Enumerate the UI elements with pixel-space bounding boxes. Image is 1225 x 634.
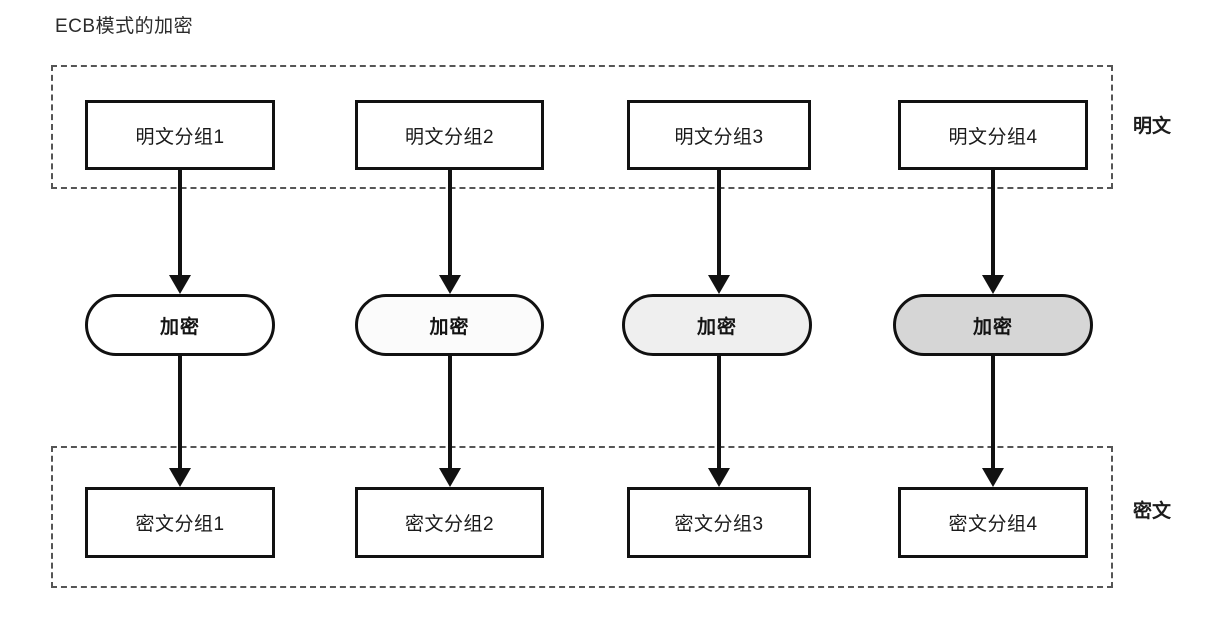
arrow-plaintext-to-encrypt-4 — [980, 170, 1006, 294]
ciphertext-block-1: 密文分组1 — [85, 487, 275, 558]
arrow-shaft — [717, 170, 721, 275]
ciphertext-block-4: 密文分组4 — [898, 487, 1088, 558]
arrow-shaft — [991, 170, 995, 275]
encrypt-node-4: 加密 — [893, 294, 1093, 356]
ciphertext-block-3: 密文分组3 — [627, 487, 811, 558]
plaintext-block-1: 明文分组1 — [85, 100, 275, 170]
arrow-head — [439, 468, 461, 487]
encrypt-node-3: 加密 — [622, 294, 812, 356]
ciphertext-block-2: 密文分组2 — [355, 487, 544, 558]
encrypt-node-1: 加密 — [85, 294, 275, 356]
arrow-plaintext-to-encrypt-1 — [167, 170, 193, 294]
plaintext-group-container — [51, 65, 1113, 189]
arrow-head — [708, 275, 730, 294]
arrow-plaintext-to-encrypt-2 — [437, 170, 463, 294]
ciphertext-group-label: 密文 — [1133, 501, 1172, 522]
arrow-shaft — [991, 356, 995, 468]
plaintext-block-3: 明文分组3 — [627, 100, 811, 170]
arrow-head — [708, 468, 730, 487]
arrow-shaft — [448, 356, 452, 468]
page-title: ECB模式的加密 — [55, 16, 194, 37]
arrow-plaintext-to-encrypt-3 — [706, 170, 732, 294]
arrow-shaft — [178, 170, 182, 275]
arrow-shaft — [178, 356, 182, 468]
encrypt-node-2: 加密 — [355, 294, 544, 356]
arrow-shaft — [448, 170, 452, 275]
plaintext-block-2: 明文分组2 — [355, 100, 544, 170]
arrow-encrypt-to-ciphertext-4 — [980, 356, 1006, 487]
arrow-head — [439, 275, 461, 294]
plaintext-group-label: 明文 — [1133, 116, 1172, 137]
arrow-encrypt-to-ciphertext-3 — [706, 356, 732, 487]
arrow-encrypt-to-ciphertext-2 — [437, 356, 463, 487]
arrow-head — [982, 468, 1004, 487]
arrow-head — [169, 468, 191, 487]
arrow-shaft — [717, 356, 721, 468]
arrow-head — [982, 275, 1004, 294]
arrow-head — [169, 275, 191, 294]
arrow-encrypt-to-ciphertext-1 — [167, 356, 193, 487]
ciphertext-group-container — [51, 446, 1113, 588]
plaintext-block-4: 明文分组4 — [898, 100, 1088, 170]
